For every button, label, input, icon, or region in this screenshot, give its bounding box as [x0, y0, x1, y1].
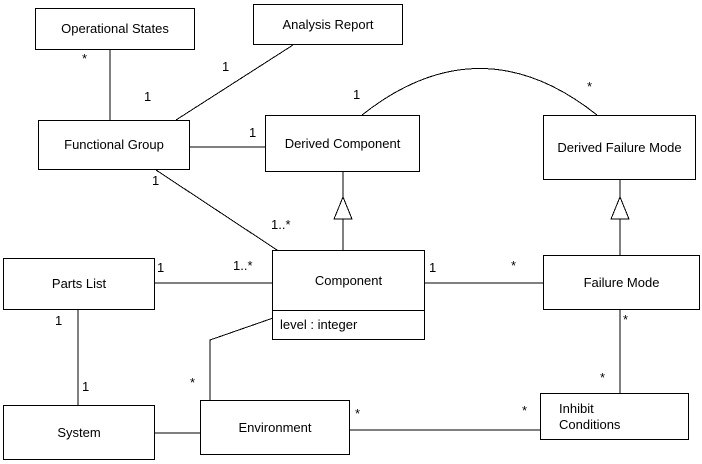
generalization-arrow-derived-failure-mode [610, 195, 630, 220]
assoc-derived-component-derived-failure-mode-arc [361, 68, 598, 116]
multiplicity-analysis-report-end: 1 [222, 59, 230, 74]
class-name-system: System [57, 424, 101, 440]
class-operational-states: Operational States [35, 8, 195, 50]
multiplicity-environment-end-to-inhibit-conditions: * [355, 406, 361, 421]
class-name-component: Component [273, 251, 424, 311]
assoc-component-environment [209, 316, 277, 400]
multiplicity-derived-component-end-from-functional-group: 1 [249, 125, 257, 140]
class-name-derived-component: Derived Component [284, 135, 401, 151]
multiplicity-environment-end-from-component: * [190, 375, 196, 390]
class-component: Component level : integer [272, 250, 425, 340]
class-name-failure-mode: Failure Mode [583, 274, 660, 290]
class-inhibit-conditions: Inhibit Conditions [540, 393, 689, 440]
class-name-analysis-report: Analysis Report [282, 16, 374, 32]
class-name-derived-failure-mode: Derived Failure Mode [557, 139, 682, 155]
class-name-operational-states: Operational States [61, 21, 169, 37]
generalization-arrow-derived-component [333, 195, 353, 220]
class-system: System [3, 405, 155, 460]
assoc-functional-group-component [155, 169, 281, 253]
multiplicity-component-end-from-parts-list: 1..* [233, 258, 253, 273]
class-environment: Environment [200, 400, 350, 455]
multiplicity-operational-states-end: * [82, 51, 88, 66]
class-derived-failure-mode: Derived Failure Mode [543, 115, 696, 180]
class-name-parts-list: Parts List [51, 276, 107, 292]
class-failure-mode: Failure Mode [543, 255, 700, 310]
multiplicity-system-end-from-parts-list: 1 [82, 379, 90, 394]
multiplicity-failure-mode-end-to-inhibit-conditions: * [623, 312, 629, 327]
multiplicity-component-end-to-failure-mode: 1 [429, 260, 437, 275]
multiplicity-derived-component-arc-end: 1 [353, 87, 361, 102]
class-attribute-component-level: level : integer [280, 317, 358, 333]
multiplicity-derived-failure-mode-arc-end: * [587, 79, 593, 94]
class-name-functional-group: Functional Group [64, 137, 164, 153]
multiplicity-inhibit-conditions-end-from-failure-mode: * [600, 370, 606, 385]
assoc-analysis-report-functional-group [175, 44, 294, 121]
class-name-environment: Environment [238, 419, 312, 435]
class-derived-component: Derived Component [265, 115, 420, 172]
class-name-inhibit-conditions: Inhibit Conditions [559, 400, 621, 432]
multiplicity-parts-list-end-to-component: 1 [157, 260, 165, 275]
class-functional-group: Functional Group [38, 120, 190, 170]
multiplicity-parts-list-end-to-system: 1 [55, 313, 63, 328]
multiplicity-inhibit-conditions-end-from-environment: * [522, 403, 528, 418]
multiplicity-functional-group-end-from-operational-states: 1 [144, 89, 152, 104]
class-parts-list: Parts List [3, 258, 155, 310]
multiplicity-failure-mode-end-from-component: * [511, 258, 517, 273]
class-analysis-report: Analysis Report [253, 4, 403, 45]
multiplicity-component-end-from-functional-group: 1..* [271, 217, 291, 232]
multiplicity-functional-group-end-to-component: 1 [152, 173, 160, 188]
